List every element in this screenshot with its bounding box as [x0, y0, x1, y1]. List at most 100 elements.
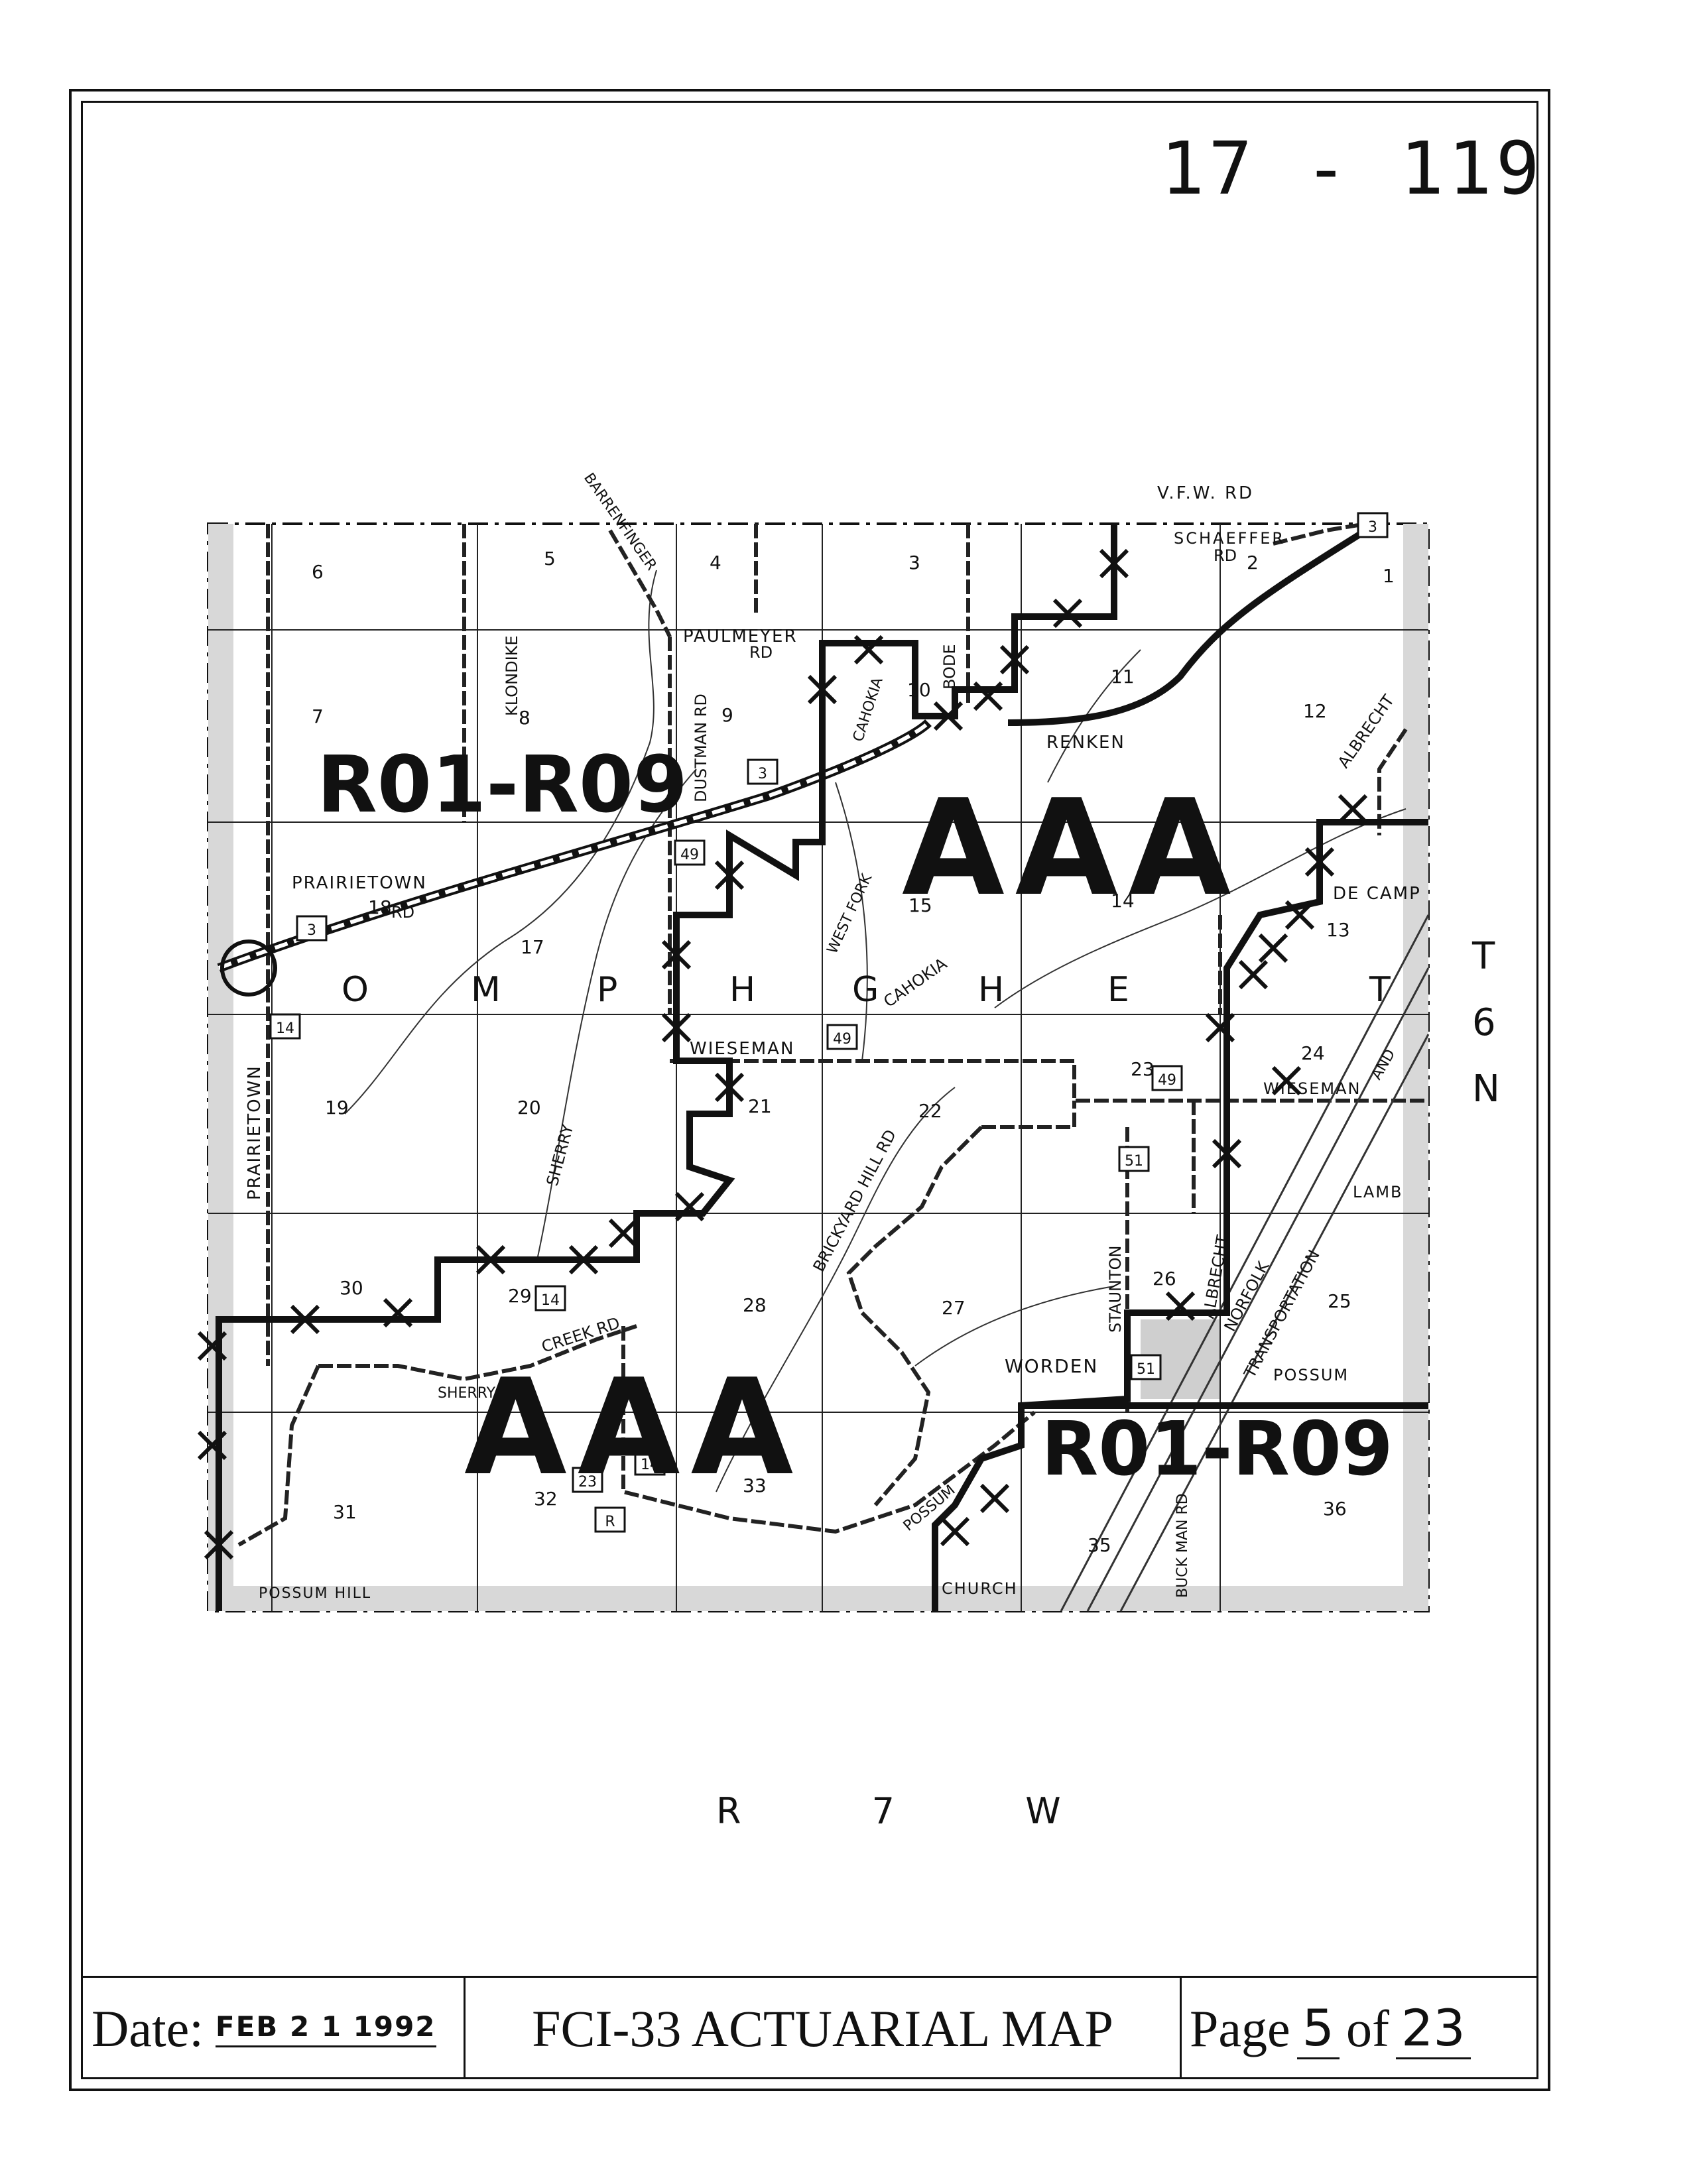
section-number: 31 [333, 1501, 357, 1523]
title-block: Date: FEB 2 1 1992 FCI-33 ACTUARIAL MAP … [81, 1976, 1538, 2079]
section-number: 25 [1328, 1290, 1351, 1312]
map-title: FCI-33 ACTUARIAL MAP [466, 1978, 1182, 2079]
road-label-wieseman: WIESEMAN [690, 1039, 794, 1059]
section-number: 27 [942, 1297, 966, 1319]
date-cell: Date: FEB 2 1 1992 [81, 1978, 466, 2079]
zone-labels: R01-R09 R01-R09 AAA AAA [317, 739, 1393, 1505]
road-label-barrenfinger: BARRENFINGER [580, 470, 660, 574]
township-label-t: T [1472, 935, 1495, 978]
road-label-de-camp: DE CAMP [1333, 884, 1421, 904]
road-label-paulmeyer: PAULMEYER [683, 627, 798, 646]
route-shield: 23 [572, 1467, 603, 1493]
route-shield: 3 [296, 915, 328, 941]
section-number: 33 [743, 1475, 767, 1496]
route-shield: 49 [1151, 1065, 1183, 1091]
road-label-possum: POSSUM [1273, 1366, 1349, 1384]
section-number: 3 [908, 552, 920, 574]
section-number: 26 [1153, 1268, 1176, 1290]
section-number: 9 [721, 704, 733, 726]
section-grid [208, 524, 1428, 1611]
route-shield: 51 [1118, 1146, 1150, 1172]
roads [237, 522, 1428, 1547]
road-label-staunton: STAUNTON [1106, 1246, 1125, 1333]
section-number: 17 [521, 936, 544, 958]
road-label-sherry-west: SHERRY [438, 1385, 496, 1402]
route-shield-label: 49 [680, 847, 699, 863]
zone-boundary [216, 524, 1428, 1611]
road-label-brickyard: BRICKYARD HILL RD [810, 1126, 901, 1275]
township-name-letter: P [597, 970, 617, 1010]
section-number: 29 [508, 1285, 532, 1307]
road-label-cahokia-creek: CAHOKIA [880, 954, 950, 1011]
zone-label-r01-r09-east: R01-R09 [1041, 1406, 1393, 1492]
route-shield: 49 [674, 839, 706, 866]
road-label-bode: BODE [940, 644, 959, 690]
road-label-albrecht: ALBRECHT [1334, 692, 1398, 772]
road-label-lamb: LAMB [1353, 1183, 1403, 1201]
route-shield-label: 23 [578, 1474, 597, 1490]
township-name-letter: H [729, 970, 755, 1010]
route-shield-label: 14 [276, 1020, 294, 1037]
township-name-letter: T [1369, 970, 1391, 1010]
route-shield-label: 14 [641, 1457, 659, 1473]
zone-label-aaa-north: AAA [902, 771, 1241, 926]
section-number: 20 [517, 1097, 541, 1119]
route-shield: 14 [534, 1285, 566, 1311]
road-label-prairietown-vertical: PRAIRIETOWN [245, 1065, 265, 1200]
page-of: of [1345, 1999, 1389, 2057]
zone-label-aaa-south: AAA [464, 1351, 804, 1505]
section-number: 4 [710, 552, 721, 574]
road-label-buckman: BUCK MAN RD [1174, 1493, 1191, 1598]
township-name-letter: H [978, 970, 1004, 1010]
route-shield-label: R [605, 1514, 615, 1530]
road-label-sherry: SHERRY [543, 1122, 578, 1187]
section-number: 1 [1383, 565, 1395, 587]
map-number: 17 - 119 [1160, 126, 1544, 211]
route-shield-label: 51 [1137, 1361, 1155, 1378]
township-name-letter: G [852, 970, 879, 1010]
route-shield: 3 [1357, 512, 1389, 538]
road-label-paulmeyer-rd: RD [749, 643, 773, 662]
outer-frame [69, 89, 1550, 2091]
township-label-n: N [1472, 1067, 1500, 1111]
section-number: 32 [534, 1488, 558, 1510]
road-label-cahokia-north: CAHOKIA [850, 676, 887, 744]
route-shield-label: 49 [1158, 1072, 1176, 1089]
route-shield-label: 3 [307, 922, 316, 939]
section-number: 21 [748, 1095, 772, 1117]
route-shield: R [594, 1506, 626, 1533]
range-label: R 7 W [716, 1790, 1121, 1832]
section-number: 13 [1326, 919, 1350, 941]
section-number: 36 [1323, 1498, 1347, 1520]
section-number: 15 [908, 894, 932, 916]
route-shield-label: 3 [758, 766, 767, 782]
road-label-renken: RENKEN [1046, 733, 1125, 753]
page-current: 5 [1296, 1998, 1340, 2059]
section-number: 2 [1247, 552, 1259, 574]
route-shield: 14 [269, 1013, 301, 1040]
date-label: Date: [92, 1999, 204, 2057]
section-number: 22 [918, 1100, 942, 1122]
section-number: 35 [1088, 1534, 1111, 1556]
route-shield-label: 49 [833, 1031, 851, 1048]
section-number: 7 [312, 705, 324, 727]
section-number: 14 [1111, 890, 1135, 912]
road-label-wieseman-and: AND [1369, 1047, 1399, 1083]
section-number: 6 [312, 561, 324, 583]
road-label-schaeffer-rd: RD [1214, 546, 1237, 565]
township-name-letter: E [1107, 970, 1129, 1010]
section-number: 10 [907, 679, 931, 701]
section-number: 23 [1131, 1058, 1155, 1080]
township-name-letter: M [471, 970, 501, 1010]
page-label: Page [1190, 1999, 1290, 2057]
road-label-klondike: KLONDIKE [503, 635, 521, 716]
road-label-schaeffer: SCHAEFFER [1174, 529, 1285, 548]
road-label-wieseman-east: WIESEMAN [1263, 1079, 1361, 1098]
road-label-vfw: V.F.W. RD [1157, 483, 1254, 503]
streams [344, 570, 1406, 1492]
section-number: 24 [1301, 1042, 1325, 1064]
route-shield-label: 14 [541, 1292, 560, 1309]
